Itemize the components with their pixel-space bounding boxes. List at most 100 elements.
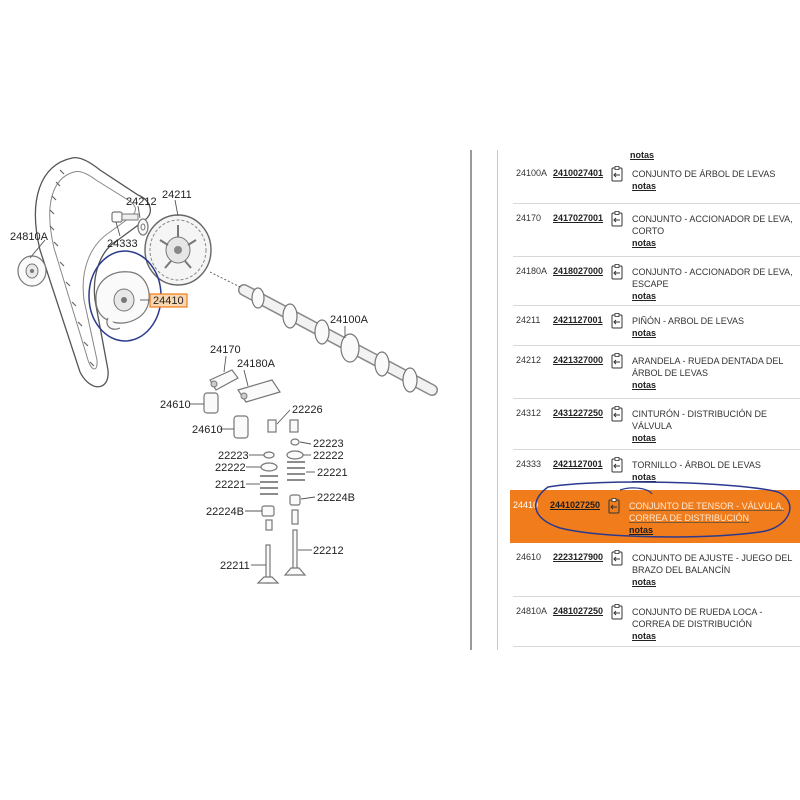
clipboard-arrow-icon[interactable] <box>611 406 623 422</box>
callout-22223-b: 22223 <box>218 450 249 462</box>
part-code: 24180A <box>516 266 548 276</box>
notes-link[interactable]: notas <box>632 472 657 482</box>
callout-24810A: 24810A <box>10 231 49 243</box>
part-code: 24312 <box>516 408 542 418</box>
part-number-link[interactable]: 2481027250 <box>553 606 604 616</box>
clipboard-arrow-icon[interactable] <box>611 353 623 369</box>
timing-belt-inner <box>49 171 136 370</box>
part-number-link[interactable]: 2441027250 <box>550 500 601 510</box>
camshaft-sprocket[interactable] <box>144 214 212 286</box>
notes-link[interactable]: notas <box>632 291 657 301</box>
callout-24610-a: 24610 <box>160 399 191 411</box>
part-number-link[interactable]: 2431227250 <box>553 408 604 418</box>
clipboard-arrow-icon[interactable] <box>611 264 623 280</box>
clipboard-arrow-icon[interactable] <box>611 166 623 182</box>
callout-22212: 22212 <box>313 545 344 557</box>
callout-24333: 24333 <box>107 238 138 250</box>
callout-22224B-b: 22224B <box>206 506 244 518</box>
notes-link[interactable]: notas <box>632 181 657 191</box>
callout-24610-b: 24610 <box>192 424 223 436</box>
part-description: CONJUNTO DE RUEDA LOCA - CORREA DE DISTR… <box>632 607 763 629</box>
part-description: CINTURÓN - DISTRIBUCIÓN DE VÁLVULA <box>632 409 767 431</box>
panel-border <box>470 150 472 650</box>
callout-24211: 24211 <box>162 189 192 201</box>
rocker-arm-short[interactable] <box>209 369 239 391</box>
callout-24410[interactable]: 24410 <box>153 295 184 307</box>
part-number-link[interactable]: 2421127001 <box>553 459 603 469</box>
valve-train-right[interactable] <box>283 419 307 576</box>
parts-row[interactable]: 24312 2431227250 CINTURÓN - DISTRIBUCIÓN D… <box>513 398 800 450</box>
callout-22223-a: 22223 <box>313 438 344 450</box>
part-code: 24212 <box>516 355 542 365</box>
part-code: 24410 <box>513 500 539 510</box>
notes-link[interactable]: notas <box>632 577 657 587</box>
callout-22211: 22211 <box>220 560 250 572</box>
callout-24410-highlight <box>149 293 188 308</box>
notes-link[interactable]: notas <box>632 631 657 641</box>
notes-link[interactable]: notas <box>632 238 657 248</box>
callout-24212: 24212 <box>126 196 157 208</box>
part-code: 24810A <box>516 606 548 616</box>
camshaft[interactable] <box>238 284 438 396</box>
clipboard-arrow-icon[interactable] <box>611 457 623 473</box>
notes-link[interactable]: notas <box>630 150 655 160</box>
callout-22226: 22226 <box>292 404 323 416</box>
part-code: 24170 <box>516 213 542 223</box>
part-code: 24211 <box>516 315 541 325</box>
parts-row[interactable]: 24180A 2418027000 CONJUNTO - ACCIONADOR DE… <box>513 256 800 306</box>
part-description: CONJUNTO - ACCIONADOR DE LEVA, ESCAPE <box>632 267 793 289</box>
part-number-link[interactable]: 2410027401 <box>553 168 604 178</box>
part-description: TORNILLO - ÁRBOL DE LEVAS <box>632 460 761 470</box>
parts-row[interactable]: 24610 2223127900 CONJUNTO DE AJUSTE - JUEG… <box>513 542 800 597</box>
callout-22222-b: 22222 <box>215 462 246 474</box>
part-number-link[interactable]: 2223127900 <box>553 552 604 562</box>
exploded-parts-diagram: 24810A 24212 24211 24333 24410 24100A 24… <box>10 156 438 584</box>
part-description: CONJUNTO DE TENSOR - VÁLVULA, CORREA DE … <box>629 501 785 523</box>
clipboard-arrow-icon[interactable] <box>611 550 623 566</box>
clipboard-arrow-icon[interactable] <box>611 604 623 620</box>
callout-22221-a: 22221 <box>317 467 348 479</box>
clipboard-arrow-icon[interactable] <box>608 498 620 514</box>
part-number-link[interactable]: 2418027000 <box>553 266 604 276</box>
part-number-link[interactable]: 2417027001 <box>553 213 604 223</box>
part-code: 24100A <box>516 168 548 178</box>
parts-row[interactable]: 24410 2441027250 CONJUNTO DE TENSOR - VÁLV… <box>510 490 800 543</box>
part-description: PIÑÓN - ARBOL DE LEVAS <box>632 316 745 326</box>
camshaft-bolt[interactable] <box>111 211 139 223</box>
notes-link[interactable]: notas <box>632 328 657 338</box>
lash-adjuster-1[interactable] <box>203 392 219 414</box>
lash-adjuster-2[interactable] <box>233 415 249 439</box>
clipboard-arrow-icon[interactable] <box>611 211 623 227</box>
notes-link[interactable]: notas <box>632 433 657 443</box>
callout-24100A: 24100A <box>330 314 369 326</box>
sprocket-washer[interactable] <box>137 218 149 236</box>
part-code: 24610 <box>516 552 542 562</box>
part-number-link[interactable]: 2421127001 <box>553 315 603 325</box>
tensioner-assembly[interactable] <box>95 271 150 330</box>
idler-pulley[interactable] <box>17 255 47 287</box>
callout-24170: 24170 <box>210 344 241 356</box>
parts-row[interactable]: 24212 2421327000 ARANDELA - RUEDA DENTADA … <box>513 345 800 399</box>
rocker-arm-exhaust[interactable] <box>237 379 281 403</box>
parts-row[interactable]: 24810A 2481027250 CONJUNTO DE RUEDA LOCA -… <box>513 596 800 647</box>
belt-teeth <box>49 169 95 367</box>
part-description: ARANDELA - RUEDA DENTADA DEL ÁRBOL DE LE… <box>632 356 784 378</box>
parts-row[interactable]: 24170 2417027001 CONJUNTO - ACCIONADOR DE … <box>513 203 800 257</box>
notes-link[interactable]: notas <box>632 380 657 390</box>
part-description: CONJUNTO DE AJUSTE - JUEGO DEL BRAZO DEL… <box>632 553 793 575</box>
callout-22222-a: 22222 <box>313 450 344 462</box>
notes-link[interactable]: notas <box>629 525 654 535</box>
part-description: CONJUNTO - ACCIONADOR DE LEVA, CORTO <box>632 214 793 236</box>
valve-train-left[interactable] <box>256 419 280 584</box>
callout-24180A: 24180A <box>237 358 276 370</box>
callout-22221-b: 22221 <box>215 479 246 491</box>
callout-22224B-a: 22224B <box>317 492 355 504</box>
clipboard-arrow-icon[interactable] <box>611 313 623 329</box>
timing-belt <box>34 156 151 388</box>
panel-inner-rule <box>497 150 498 650</box>
part-number-link[interactable]: 2421327000 <box>553 355 604 365</box>
parts-row[interactable]: 24211 2421127001 PIÑÓN - ARBOL DE LEVAS not… <box>513 305 800 346</box>
